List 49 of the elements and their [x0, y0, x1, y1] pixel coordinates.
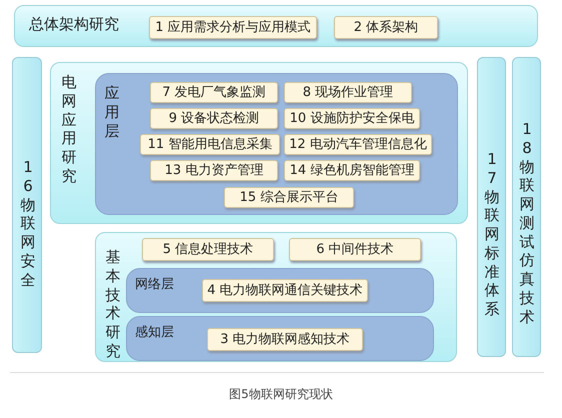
topic-box — [207, 328, 363, 351]
topic-label: 11 智能用电信息采集 — [148, 136, 272, 152]
caption: 图5物联网研究现状 — [228, 386, 334, 403]
topic-box — [150, 160, 278, 181]
side-column — [12, 57, 42, 353]
research-band — [50, 62, 468, 224]
topic-label: 2 体系架构 — [354, 20, 418, 36]
heading: 基本技术研究 — [104, 248, 122, 360]
heading: 17 物联网标准体系 — [484, 150, 500, 319]
heading: 感知层 — [135, 325, 174, 341]
heading: 网络层 — [135, 277, 174, 293]
side-column — [477, 57, 506, 357]
topic-box — [150, 108, 278, 129]
topic-label: 14 绿色机房智能管理 — [290, 162, 414, 178]
heading: 应用层 — [104, 84, 120, 140]
topic-box — [202, 279, 368, 302]
topic-label: 13 电力资产管理 — [164, 162, 264, 178]
topic-label: 4 电力物联网通信关键技术 — [207, 282, 363, 298]
heading: 18 物联网测试仿真技术 — [518, 120, 536, 326]
heading: 总体架构研究 — [29, 15, 119, 33]
topic-label: 1 应用需求分析与应用模式 — [155, 20, 311, 36]
topic-label: 9 设备状态检测 — [168, 110, 260, 126]
topic-label: 12 电动汽车管理信息化 — [289, 136, 427, 152]
topic-box — [289, 238, 421, 261]
topic-box — [224, 187, 354, 208]
layer-panel — [95, 73, 458, 215]
topic-box — [150, 82, 278, 103]
topic-box — [140, 134, 280, 155]
topic-label: 3 电力物联网感知技术 — [220, 332, 350, 348]
topic-label: 6 中间件技术 — [316, 242, 394, 258]
topic-label: 15 综合展示平台 — [240, 190, 338, 206]
side-column — [512, 57, 541, 357]
topic-label: 10 设施防护安全保电 — [290, 110, 414, 126]
topic-box — [284, 160, 420, 181]
research-band — [95, 232, 457, 362]
topic-box — [142, 238, 274, 261]
heading: 16 物联网安全 — [20, 158, 36, 290]
heading: 电网应用研究 — [60, 73, 78, 186]
topic-label: 5 信息处理技术 — [162, 242, 254, 258]
topic-box — [149, 16, 317, 39]
topic-box — [284, 108, 420, 129]
research-band — [14, 5, 538, 47]
topic-label: 7 发电厂气象监测 — [162, 84, 266, 100]
topic-box — [284, 82, 412, 103]
layer-panel — [126, 268, 434, 313]
topic-label: 8 现场作业管理 — [302, 84, 394, 100]
topic-box — [334, 16, 438, 39]
layer-panel — [126, 316, 434, 361]
topic-box — [284, 134, 432, 155]
